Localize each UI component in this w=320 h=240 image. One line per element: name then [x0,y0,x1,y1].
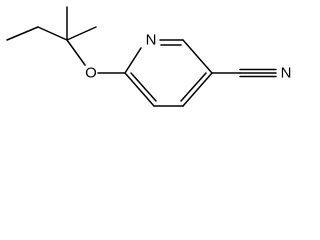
ether-oxygen-label: O [85,65,97,82]
ring-bond-c6-c5 [182,39,213,74]
bond-ethyl-quaternary [37,26,68,41]
ring-bond-c3-c2-inner [130,72,157,102]
ring-nitrogen-label: N [146,32,157,49]
ring-bond-c3-c2 [124,72,155,107]
ring-bond-c5-c4 [182,72,213,107]
ring-bond-c5-c4-inner [180,72,207,102]
bond-quaternary-oxygen [66,39,86,66]
bond-quaternary-methyl-right [66,26,97,41]
bond-methyl-ethyl [6,26,39,41]
ring-bond-c2-n1 [124,47,142,74]
chemical-structure: N O N [6,6,292,107]
nitrile-nitrogen-label: N [281,65,292,82]
